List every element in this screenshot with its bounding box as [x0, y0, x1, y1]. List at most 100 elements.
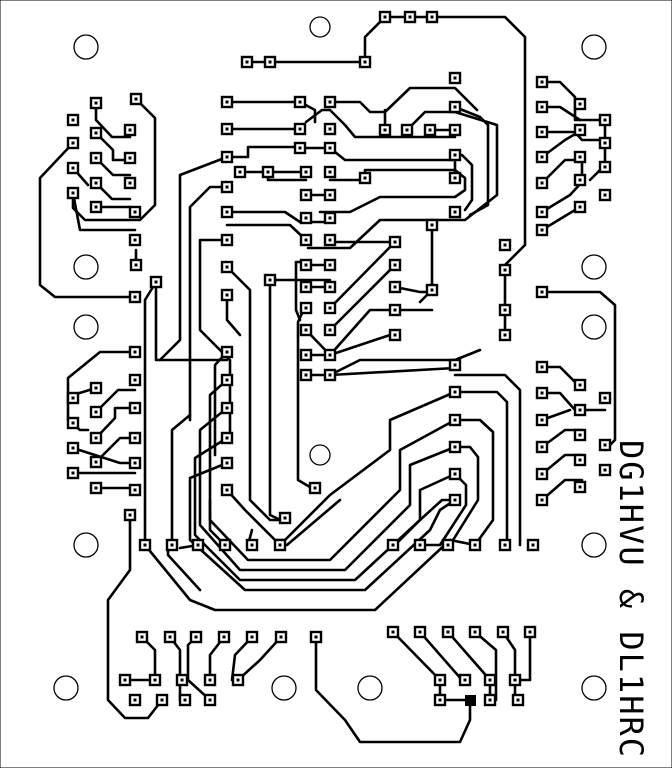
pad-drill — [578, 458, 582, 462]
pad-drill — [94, 486, 98, 490]
pad-drill — [328, 216, 332, 220]
pad-drill — [134, 263, 138, 267]
pad-drill — [578, 205, 582, 209]
pad-drill — [225, 406, 229, 410]
pad-drill — [133, 350, 137, 354]
pad-drill — [133, 436, 137, 440]
pad-drill — [453, 176, 457, 180]
pad-drill — [298, 100, 302, 104]
pad-drill — [383, 128, 387, 132]
pad-drill — [393, 308, 397, 312]
pad-drill — [516, 698, 520, 702]
pad-drill — [363, 60, 367, 64]
pad-drill — [446, 630, 450, 634]
pad-drill — [453, 472, 457, 476]
pad-drill — [222, 635, 226, 639]
pad-drill — [453, 105, 457, 109]
pad-drill — [238, 170, 242, 174]
pad-drill — [153, 678, 157, 682]
hole — [581, 532, 607, 558]
pad-drill — [503, 308, 507, 312]
pad-drill — [304, 353, 308, 357]
pad-drill — [128, 128, 132, 132]
pad-drill — [328, 100, 332, 104]
pad-drill — [71, 421, 75, 425]
pad-drill — [225, 436, 229, 440]
pad-drill — [196, 543, 200, 547]
pad-drill — [304, 373, 308, 377]
credit-text: DG1HVU & DL1HRC — [612, 440, 650, 759]
pad-drill — [225, 185, 229, 189]
pad-drill — [128, 181, 132, 185]
pad-drill — [123, 678, 127, 682]
pad-drill — [453, 128, 457, 132]
pad-drill — [578, 433, 582, 437]
pad-drill — [391, 543, 395, 547]
pad-drill — [208, 698, 212, 702]
pad-drill — [540, 181, 544, 185]
pad-drill — [438, 678, 442, 682]
pad-drill — [540, 290, 544, 294]
pad-drill — [488, 698, 492, 702]
pad-drill — [250, 543, 254, 547]
pad-drill — [225, 100, 229, 104]
pad-drill — [71, 446, 75, 450]
pad-drill — [578, 485, 582, 489]
pad-drill — [430, 223, 434, 227]
pad-drill — [453, 390, 457, 394]
pad-drill — [430, 15, 434, 19]
pad-drill — [94, 181, 98, 185]
pad-drill — [501, 630, 505, 634]
pad-drill — [133, 406, 137, 410]
pad-drill — [328, 193, 332, 197]
hole — [357, 675, 383, 701]
pad-drill — [245, 60, 249, 64]
pad-drill — [225, 210, 229, 214]
pad-drill — [71, 118, 75, 122]
pad-drill — [133, 698, 137, 702]
pad-drill — [128, 513, 132, 517]
pad-drill — [540, 418, 544, 422]
hole — [309, 16, 331, 38]
pad-drill — [383, 15, 387, 19]
pad-drill — [391, 630, 395, 634]
pad-drill — [540, 80, 544, 84]
pad-drill — [140, 635, 144, 639]
pad-drill — [225, 265, 229, 269]
pad-drill — [94, 205, 98, 209]
pad-drill — [393, 240, 397, 244]
pad-drill — [540, 498, 544, 502]
pad-drill — [94, 131, 98, 135]
pad-drill — [225, 488, 229, 492]
pad-drill — [328, 238, 332, 242]
pad-drill — [313, 486, 317, 490]
pad-drill — [225, 350, 229, 354]
pad-drill — [225, 155, 229, 159]
pad-drill — [71, 471, 75, 475]
hole — [581, 314, 607, 340]
pad-drill — [328, 373, 332, 377]
pad-drill — [278, 543, 282, 547]
pad-drill — [540, 391, 544, 395]
pad-drill — [94, 460, 98, 464]
pad-drill — [133, 210, 137, 214]
pad-drill — [304, 285, 308, 289]
pad-drill — [223, 543, 227, 547]
pad-drill — [180, 678, 184, 682]
pad-drill — [133, 488, 137, 492]
pad-drill — [578, 128, 582, 132]
pad-drill — [133, 295, 137, 299]
pad-drill — [154, 280, 158, 284]
pad-drill — [603, 165, 607, 169]
pad-drill — [540, 445, 544, 449]
pad-drill — [298, 146, 302, 150]
pad-drill — [603, 118, 607, 122]
pad-drill — [503, 268, 507, 272]
pad-drill — [71, 141, 75, 145]
pad-drill — [418, 543, 422, 547]
pad-drill — [405, 128, 409, 132]
pad-drill — [453, 445, 457, 449]
pad-drill — [531, 543, 535, 547]
pad-drill — [94, 101, 98, 105]
pad-drill — [304, 216, 308, 220]
